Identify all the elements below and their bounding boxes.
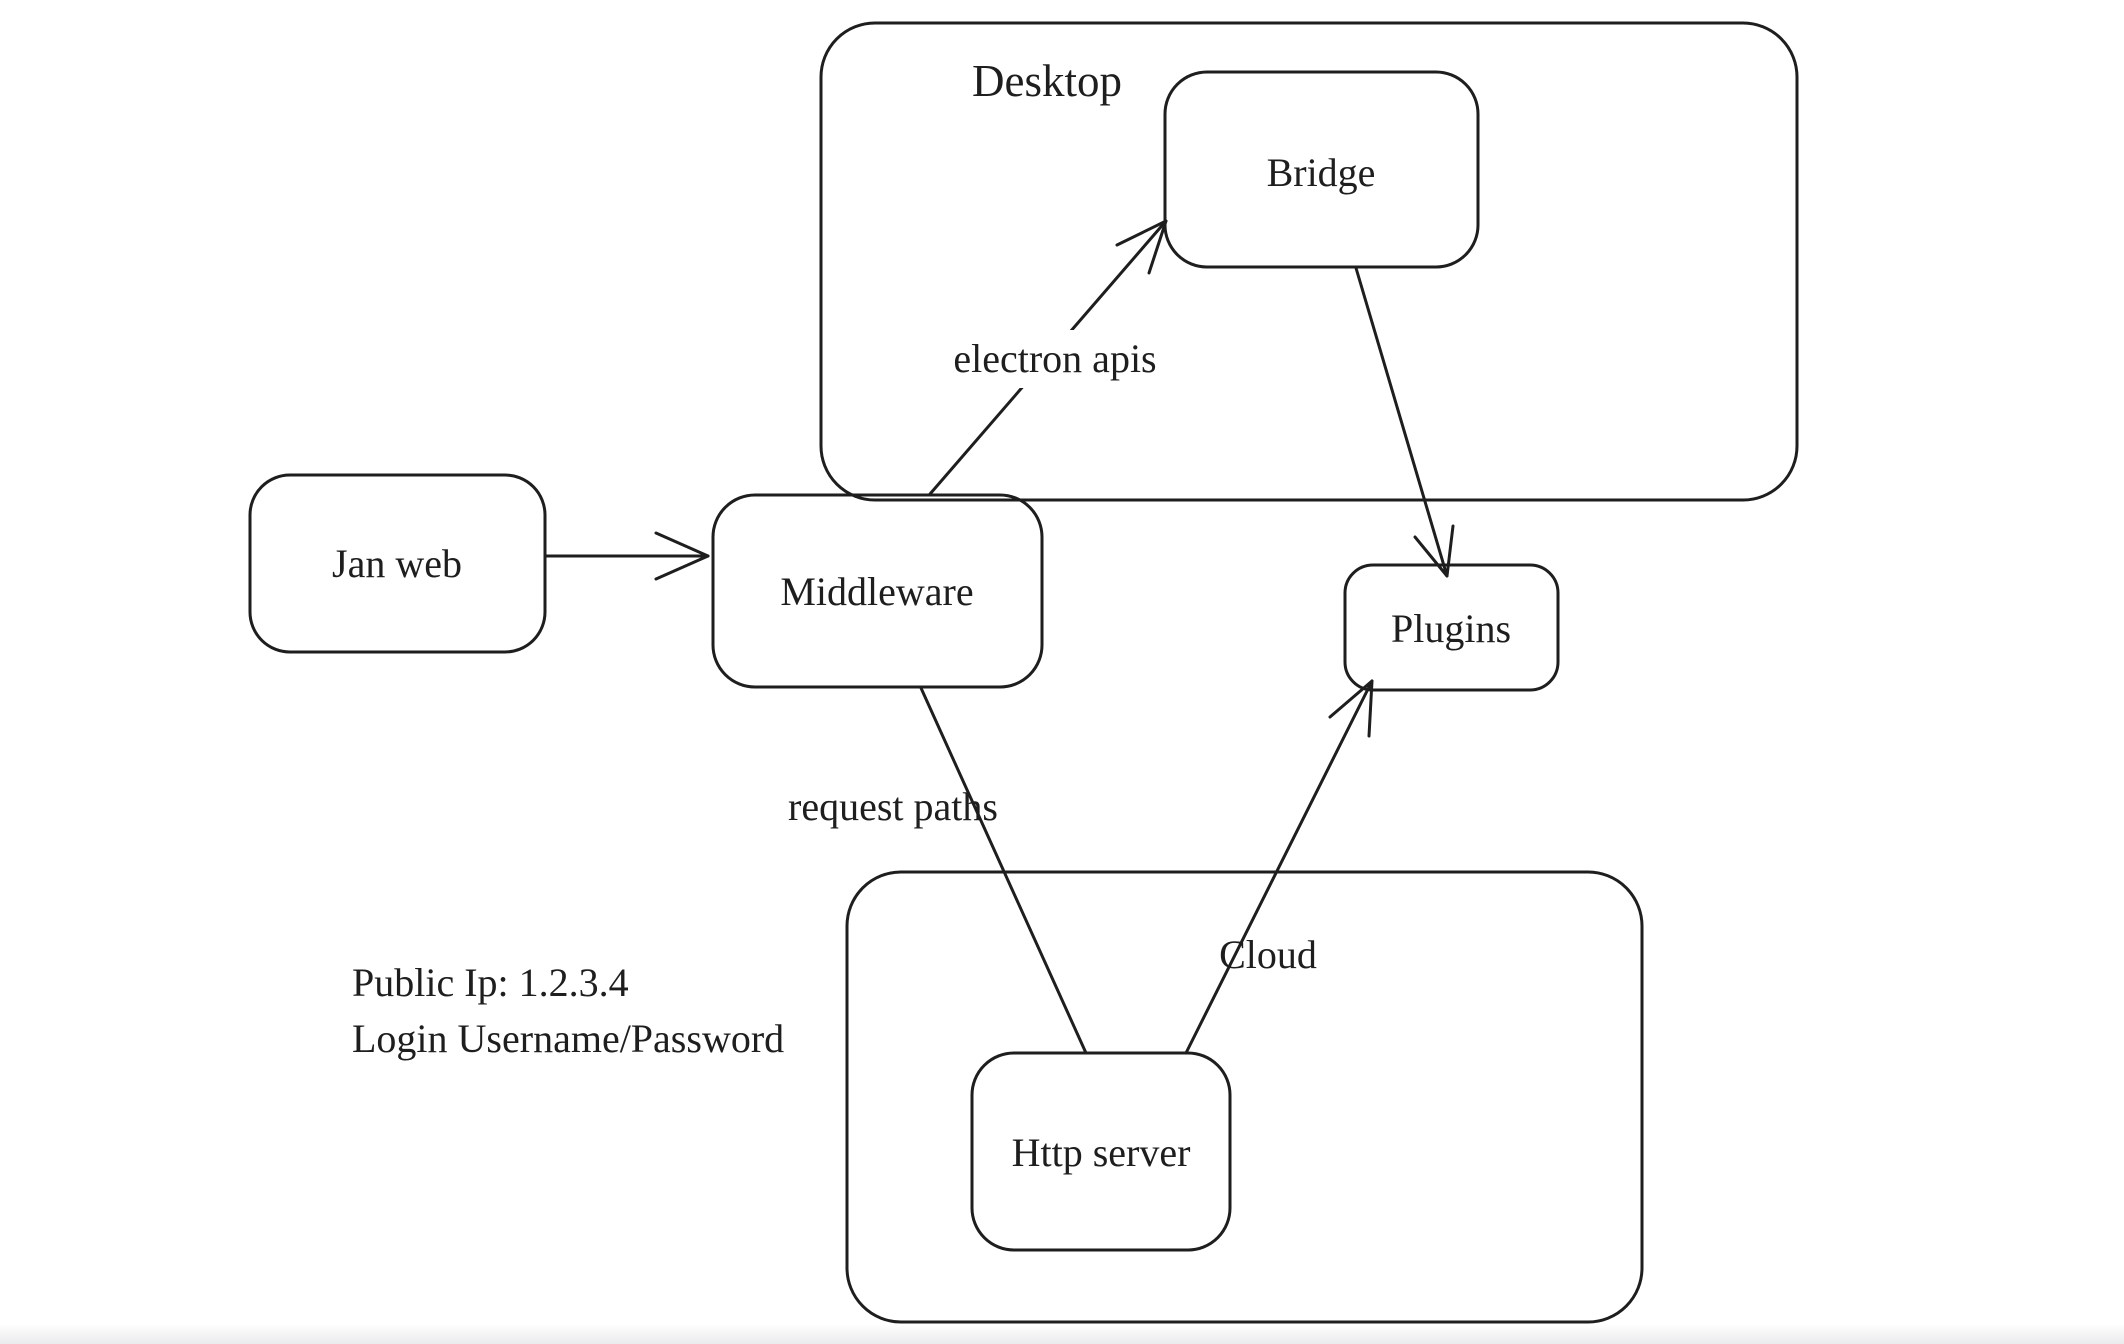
edge-label-electron-apis-bg [915,330,1195,388]
arrowhead-plugins-top [1413,524,1455,578]
edge-label-electron-apis[interactable]: electron apis [953,336,1156,381]
plugins-label[interactable]: Plugins [1391,606,1511,651]
node-plugins-box[interactable] [1343,563,1560,692]
node-jan-web-box[interactable] [248,473,547,654]
node-http-server-box[interactable] [970,1051,1232,1252]
annotation-public-ip[interactable]: Public Ip: 1.2.3.4 [352,960,629,1005]
edge-middleware-httpserver[interactable] [919,686,1088,1055]
arrowhead-bridge [1115,219,1168,275]
http-server-label[interactable]: Http server [1012,1130,1191,1175]
edge-label-request-paths[interactable]: request paths [788,784,998,829]
edge-httpserver-plugins[interactable] [1184,679,1374,1055]
bridge-label[interactable]: Bridge [1267,150,1376,195]
node-bridge-box[interactable] [1163,70,1480,269]
node-middleware-box[interactable] [711,493,1044,689]
edge-janweb-middleware[interactable] [543,531,710,581]
jan-web-label[interactable]: Jan web [332,541,462,586]
edge-bridge-plugins[interactable] [1354,266,1455,578]
container-desktop-box[interactable] [819,21,1799,502]
middleware-label[interactable]: Middleware [780,569,973,614]
desktop-label[interactable]: Desktop [972,56,1122,106]
container-cloud-box[interactable] [845,870,1644,1324]
arrowhead-middleware [654,531,710,581]
arrowhead-plugins-bottom [1328,679,1374,738]
annotation-login[interactable]: Login Username/Password [352,1016,784,1061]
